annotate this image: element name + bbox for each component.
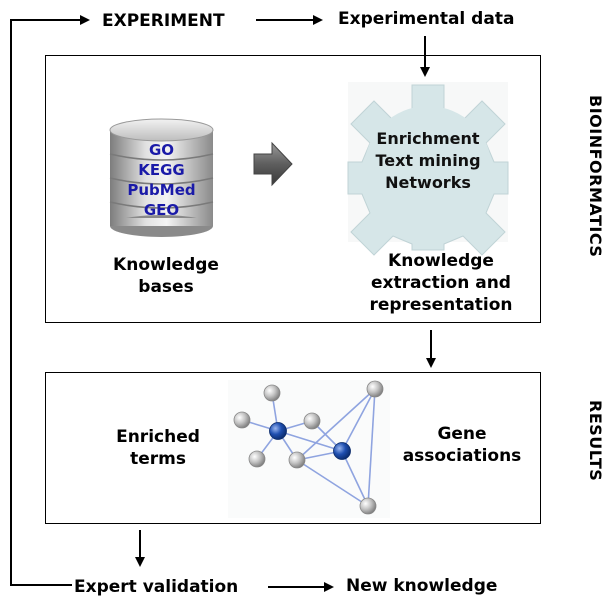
gear-item-text-mining: Text mining — [375, 151, 481, 170]
knowledge-extraction-label: Knowledge extraction and representation — [346, 250, 536, 316]
gear-item-networks: Networks — [385, 173, 471, 192]
gray-arrow-icon — [253, 141, 293, 187]
network-edge — [367, 388, 376, 507]
extraction-line-1: Knowledge — [388, 251, 494, 271]
node-gray-2 — [263, 384, 281, 402]
node-gray-6 — [366, 380, 384, 398]
gear-icon — [347, 82, 509, 256]
node-gray-3 — [303, 412, 321, 430]
node-blue-1 — [269, 422, 287, 440]
knowledge-bases-line-1: Knowledge — [113, 255, 219, 275]
gene-associations-label: Gene associations — [392, 423, 532, 467]
experimental-data-label: Experimental data — [338, 9, 515, 29]
database-icon — [109, 118, 214, 237]
experiment-label: EXPERIMENT — [102, 11, 225, 31]
database-list: GO KEGG PubMed GEO — [110, 140, 213, 220]
enriched-terms-line-2: terms — [130, 449, 186, 469]
bioinformatics-side-label: BIOINFORMATICS — [586, 95, 604, 258]
gear-text: Enrichment Text mining Networks — [348, 128, 508, 194]
gear-item-enrichment: Enrichment — [376, 129, 480, 148]
expert-validation-label: Expert validation — [74, 577, 239, 597]
extraction-line-2: extraction and — [371, 273, 511, 293]
network-edge — [341, 450, 369, 507]
node-blue-2 — [333, 442, 351, 460]
gene-associations-line-2: associations — [402, 446, 522, 466]
db-kegg: KEGG — [138, 161, 185, 179]
node-gray-4 — [248, 450, 266, 468]
network-edge — [341, 388, 376, 452]
feedback-loop-line — [10, 15, 90, 586]
gene-network — [228, 380, 390, 518]
gene-associations-line-1: Gene — [437, 424, 487, 444]
node-gray-7 — [359, 497, 377, 515]
network-edge — [296, 459, 369, 507]
db-geo: GEO — [143, 201, 180, 219]
node-gray-5 — [288, 451, 306, 469]
new-knowledge-label: New knowledge — [346, 576, 498, 596]
extraction-line-3: representation — [369, 295, 513, 315]
enriched-terms-line-1: Enriched — [116, 427, 200, 447]
network-edge — [277, 430, 343, 452]
network-edge — [296, 388, 376, 461]
enriched-terms-label: Enriched terms — [88, 426, 228, 470]
db-go: GO — [148, 141, 175, 159]
node-gray-1 — [233, 411, 251, 429]
knowledge-bases-label: Knowledge bases — [96, 254, 236, 298]
knowledge-bases-line-2: bases — [138, 277, 194, 297]
db-pubmed: PubMed — [127, 181, 196, 199]
results-side-label: RESULTS — [586, 400, 604, 482]
